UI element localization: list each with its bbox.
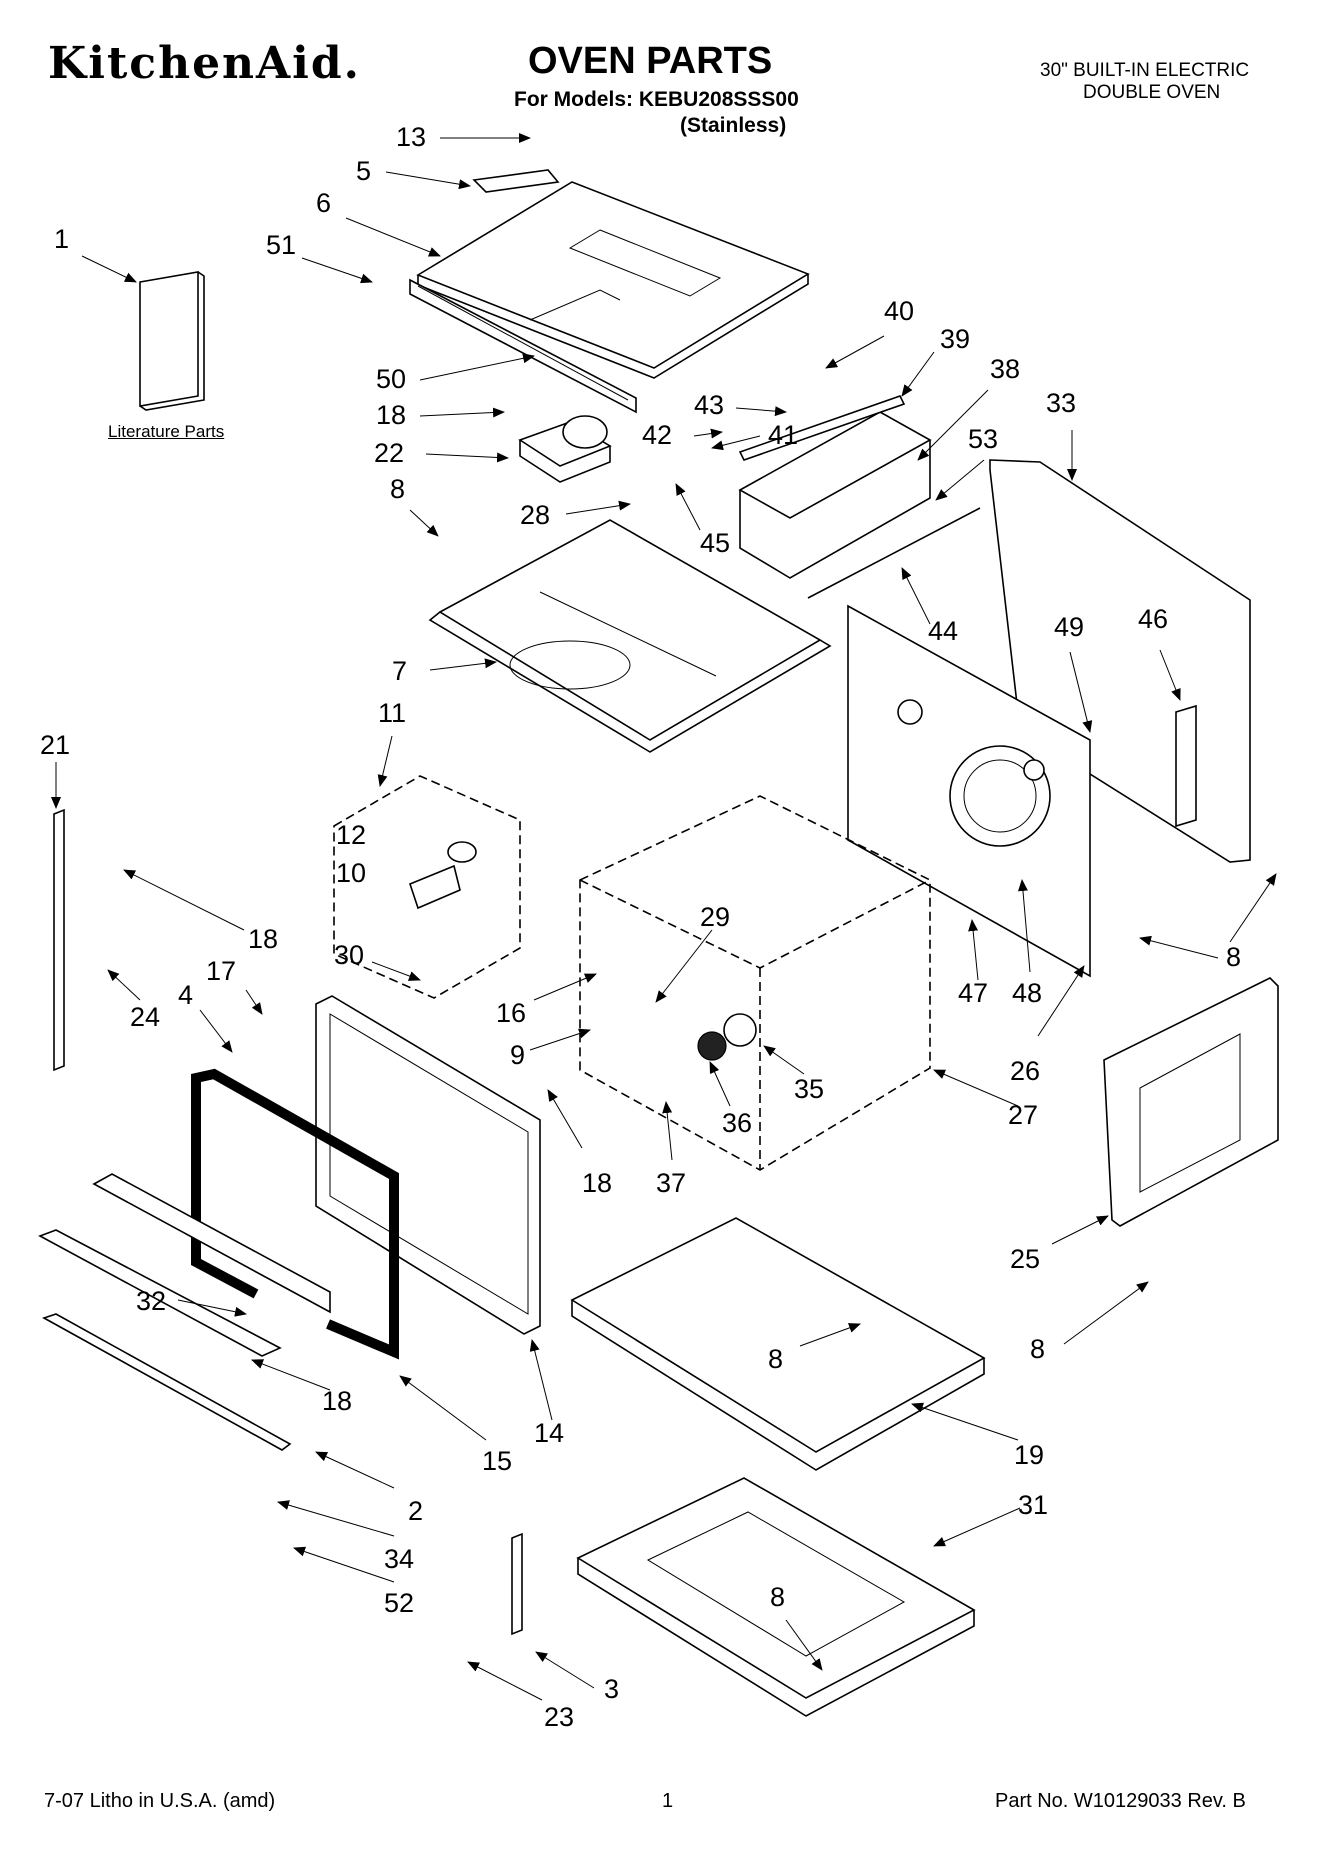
callout-label: 30 [334,940,365,970]
callout-label: 11 [378,698,407,728]
callout-label: 9 [510,1040,526,1070]
callout-label: 17 [206,956,237,986]
bottom-tray [576,1477,976,1717]
callout-label: 38 [990,354,1021,384]
callout-label: 21 [40,730,71,760]
callout-label: 8 [390,474,406,504]
callout-label: 28 [520,500,551,530]
appliance-type-line1: 30" BUILT-IN ELECTRIC [1040,60,1250,81]
convection-panel [847,604,1091,978]
callout-label: 14 [534,1418,565,1448]
callout-label: 16 [496,998,527,1028]
literature-parts-label: Literature Parts [108,422,225,441]
footer-litho-info: 7-07 Litho in U.S.A. (amd) [44,1790,276,1812]
callout-label: 5 [356,156,372,186]
callout-label: 36 [722,1108,753,1138]
callout-label: 49 [1054,612,1085,642]
side-frame [1103,977,1279,1227]
trim-52 [42,1313,292,1451]
vent-motor-assembly [518,415,612,483]
callout-label: 4 [178,980,194,1010]
callout-label: 39 [940,324,971,354]
side-trim-21 [53,808,65,1072]
callout-label: 8 [1226,942,1242,972]
grille-34 [38,1229,282,1357]
callout-label: 33 [1046,388,1077,418]
callout-label: 6 [316,188,332,218]
oven-door-frame [315,995,541,1335]
kitchenaid-logo: KitchenAid. [48,38,361,89]
footer-page-number: 1 [662,1790,674,1812]
vent-front-strip [409,278,637,414]
callout-label: 43 [694,390,725,420]
oven-cavity [579,795,931,1171]
oven-top-shield [428,519,832,753]
bracket-3 [511,1532,523,1636]
callout-label: 41 [768,420,799,450]
callout-label: 35 [794,1074,825,1104]
callout-label: 48 [1012,978,1043,1008]
callout-label: 2 [408,1496,424,1526]
callout-label: 29 [700,902,731,932]
finish-label: (Stainless) [680,114,787,137]
callout-label: 3 [604,1674,620,1704]
page-title: OVEN PARTS [528,40,773,82]
callout-label: 8 [770,1582,786,1612]
callout-label: 37 [656,1168,687,1198]
callout-label: 34 [384,1544,415,1574]
vent-trim-2 [92,1173,331,1314]
callout-label: 22 [374,438,405,468]
leader-lines [51,133,1277,1701]
callout-label: 13 [396,122,427,152]
callout-label: 12 [336,820,367,850]
callout-label: 50 [376,364,407,394]
callout-label: 15 [482,1446,513,1476]
callout-label: 23 [544,1702,575,1732]
callout-label: 26 [1010,1056,1041,1086]
callout-label: 8 [768,1344,784,1374]
callout-label: 31 [1018,1490,1049,1520]
callout-label: 10 [336,858,367,888]
appliance-type-line2: DOUBLE OVEN [1083,82,1221,103]
callout-label: 18 [322,1386,353,1416]
callout-label: 51 [266,230,297,260]
rod-44 [807,507,981,599]
bottom-shield [570,1217,986,1471]
callout-label: 46 [1138,604,1169,634]
bracket-5 [472,169,560,193]
callout-label: 45 [700,528,731,558]
literature-booklet [139,271,205,411]
callout-label: 25 [1010,1244,1041,1274]
callout-label: 7 [392,656,408,686]
element-46 [1175,704,1197,828]
callout-label: 18 [248,924,279,954]
callout-label: 53 [968,424,999,454]
callout-label: 47 [958,978,989,1008]
callout-label: 40 [884,296,915,326]
duct-assembly [738,395,932,579]
models-line: For Models: KEBU208SSS00 [514,88,799,111]
callout-label: 44 [928,616,959,646]
callout-label: 27 [1008,1100,1039,1130]
callout-label: 19 [1014,1440,1045,1470]
top-vent-cover [416,181,810,379]
callout-label: 18 [376,400,407,430]
callout-label: 24 [130,1002,161,1032]
light-assembly-box [333,775,521,999]
footer-part-number: Part No. W10129033 Rev. B [995,1790,1246,1812]
callout-label: 1 [54,224,70,254]
callout-label: 18 [582,1168,613,1198]
callout-label: 8 [1030,1334,1046,1364]
door-gasket [191,1068,399,1360]
callout-label: 32 [136,1286,167,1316]
callout-label: 42 [642,420,673,450]
callout-label: 52 [384,1588,415,1618]
